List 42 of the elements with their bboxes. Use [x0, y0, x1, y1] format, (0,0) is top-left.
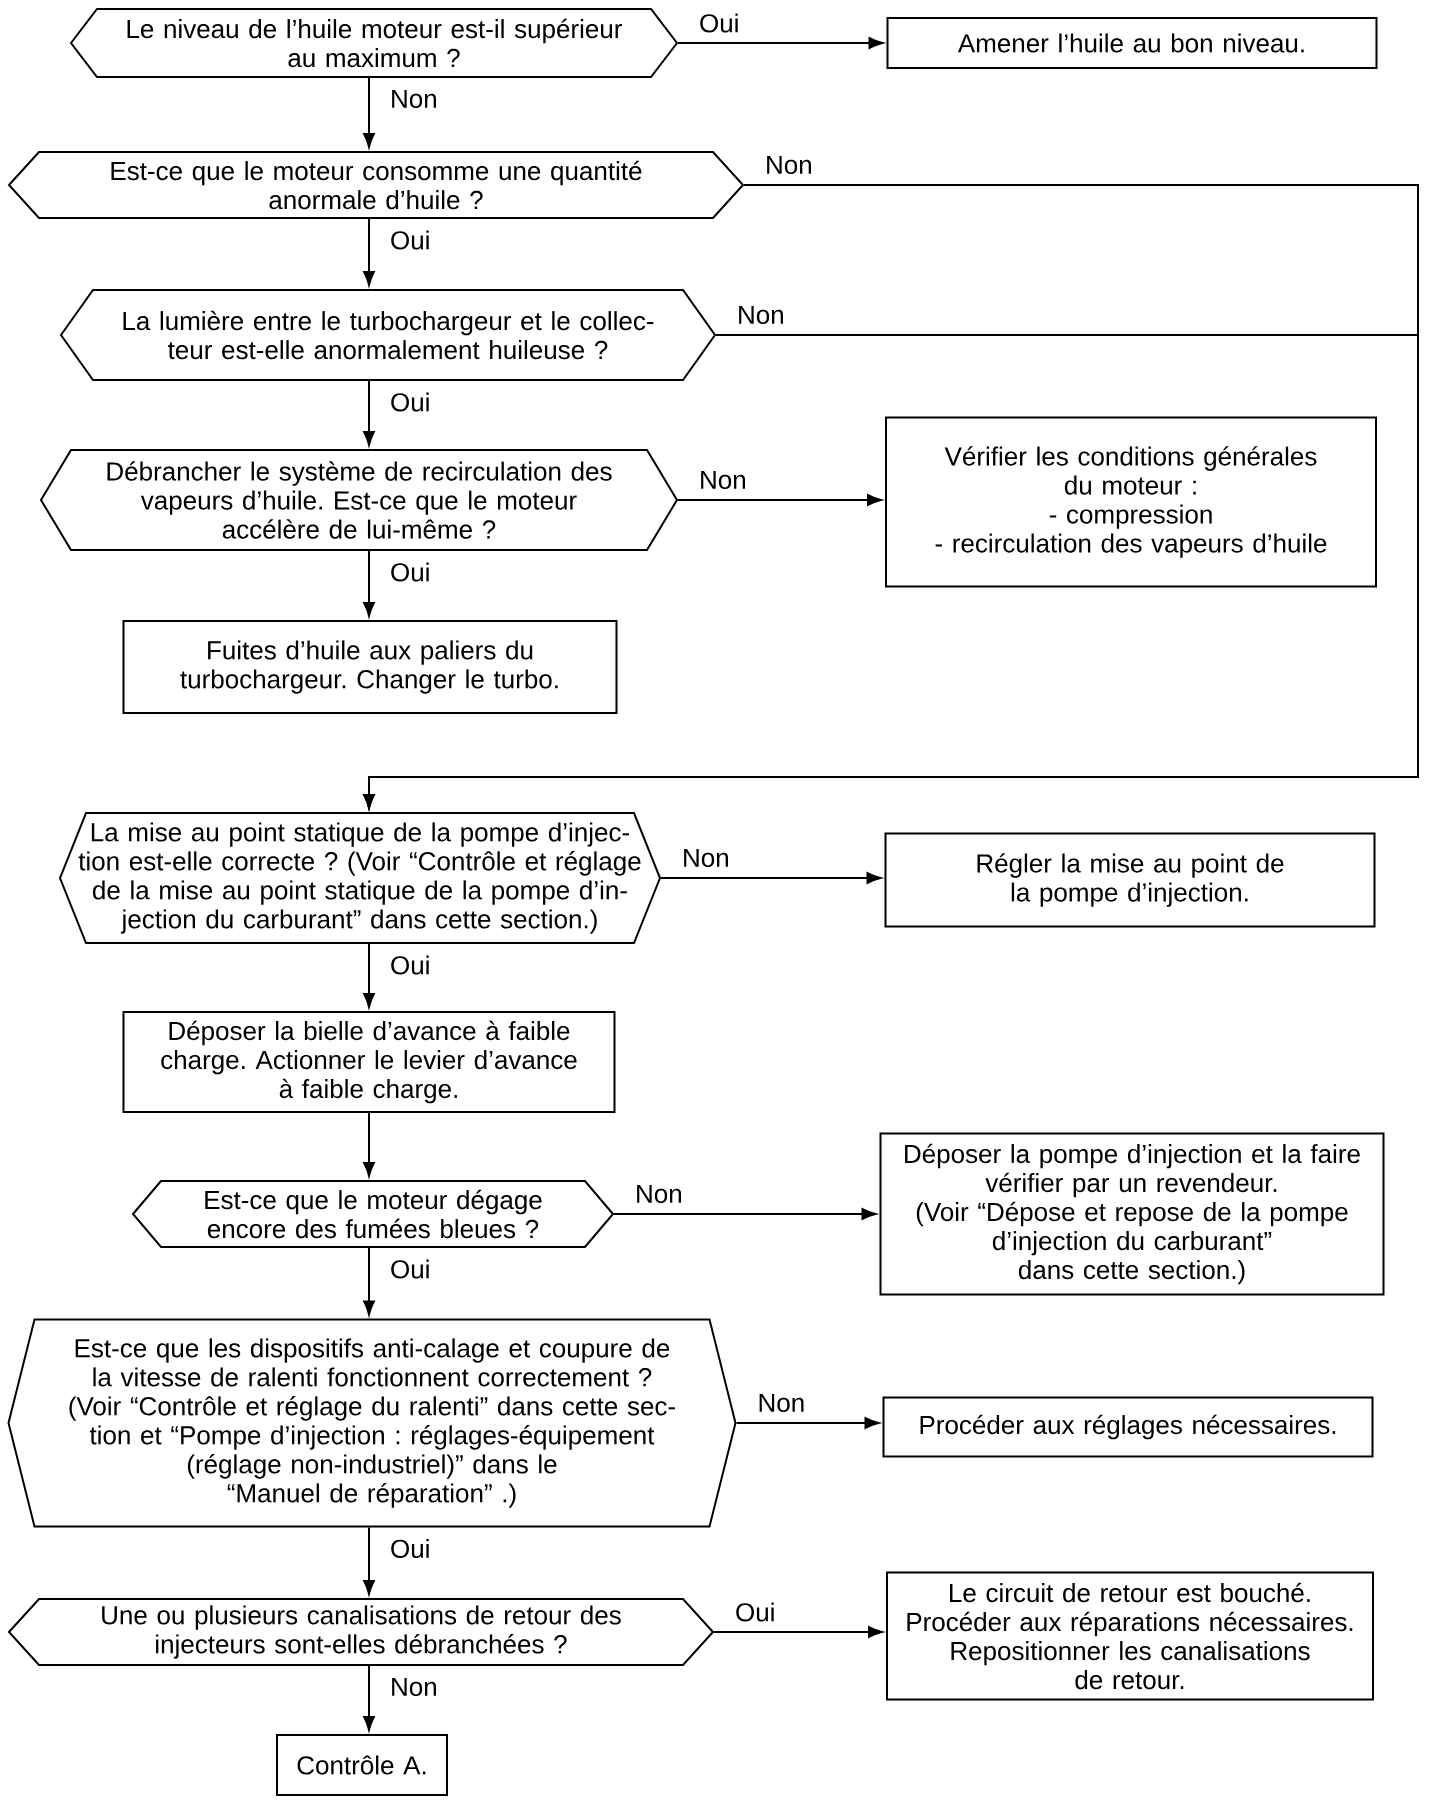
- arrow: [677, 37, 884, 49]
- edge-label: Non: [388, 1675, 440, 1699]
- arrow: [735, 1417, 880, 1429]
- edge-label: Oui: [388, 953, 433, 977]
- arrow: [363, 1112, 375, 1177]
- edge-label: Oui: [388, 228, 433, 252]
- arrow: [363, 334, 1419, 809]
- arrow: [660, 872, 882, 884]
- arrow: [363, 77, 375, 148]
- edge-label: Non: [388, 87, 440, 111]
- edge-label: Non: [755, 1391, 808, 1415]
- arrow: [677, 494, 882, 506]
- process-box: Le circuit de retour est bouché. Procéder aux réparations nécessaires. Repositionner les canalisations de retour.: [886, 1571, 1374, 1701]
- edge-label: Non: [763, 153, 815, 177]
- arrow: [363, 1247, 375, 1316]
- edge-label: Non: [680, 846, 732, 870]
- arrow: [363, 1526, 375, 1595]
- arrow: [613, 1208, 877, 1220]
- process-box: Procéder aux réglages nécessaires.: [882, 1396, 1374, 1458]
- process-box: Contrôle A.: [276, 1734, 448, 1796]
- edge-label: Oui: [388, 390, 433, 414]
- edge-label: Oui: [388, 560, 433, 584]
- edge-label: Oui: [733, 1600, 778, 1624]
- arrow: [363, 943, 375, 1008]
- arrow: [713, 1626, 883, 1638]
- decision-hexagon: Est-ce que les dispositifs anti-calage et coupure de la vitesse de ralenti fonctionnent correctement ? (Voir “Contrôle et réglage du ralenti” dans cette sec- tion et “Pompe d’injection : réglages-équipement (réglage non-industriel)” dans le “Manuel de réparation” .): [7, 1318, 737, 1528]
- edge-label: Non: [633, 1182, 685, 1206]
- edge-label: Oui: [388, 1257, 433, 1281]
- edge-label: Oui: [697, 11, 742, 35]
- arrow: [363, 218, 375, 286]
- arrow: [363, 1665, 375, 1731]
- process-box: Fuites d’huile aux paliers du turbochargeur. Changer le turbo.: [122, 620, 618, 714]
- edge-label: Oui: [388, 1536, 433, 1561]
- process-box: Déposer la pompe d’injection et la faire vérifier par un revendeur. (Voir “Dépose et repose de la pompe d’injection du carburant” dans cette section.): [879, 1132, 1385, 1296]
- arrow: [363, 550, 375, 617]
- process-box: Vérifier les conditions générales du moteur : - compression - recirculation des vapeurs d’huile: [885, 416, 1377, 588]
- arrow: [363, 380, 375, 446]
- process-box: Régler la mise au point de la pompe d’injection.: [884, 832, 1376, 928]
- process-box: Amener l’huile au bon niveau.: [886, 17, 1378, 69]
- edge-label: Non: [697, 468, 749, 492]
- process-box: Déposer la bielle d’avance à faible charge. Actionner le levier d’avance à faible charge.: [122, 1011, 616, 1113]
- edge-label: Non: [735, 303, 787, 327]
